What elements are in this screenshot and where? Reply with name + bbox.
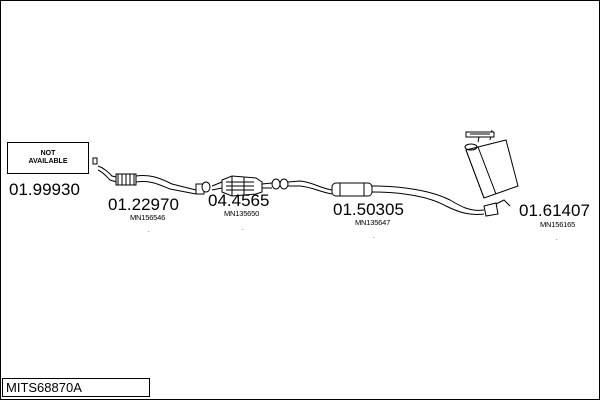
part-number-1: 01.99930 bbox=[9, 180, 80, 199]
kit-code-box: MITS68870A bbox=[2, 378, 150, 397]
part-number-2: 01.22970 bbox=[108, 195, 179, 214]
oe-number-2: MN156546 bbox=[130, 213, 166, 222]
kit-code: MITS68870A bbox=[6, 380, 82, 395]
not-available-box: NOT AVAILABLE bbox=[7, 142, 89, 174]
part-number-5: 01.61407 bbox=[519, 201, 590, 220]
dot-marker: . bbox=[148, 228, 150, 234]
oe-number-5: MN156165 bbox=[540, 220, 576, 229]
oe-number-4: MN135647 bbox=[355, 218, 391, 227]
dot-marker: . bbox=[242, 226, 244, 232]
not-available-line-1: NOT bbox=[40, 150, 56, 157]
part-number-3: 04.4565 bbox=[208, 191, 270, 210]
dot-marker: . bbox=[556, 236, 558, 242]
oe-number-3: MN135650 bbox=[224, 209, 260, 218]
dot-marker: . bbox=[373, 234, 375, 240]
front-pipe[interactable] bbox=[92, 157, 197, 195]
center-pipe[interactable] bbox=[271, 178, 485, 215]
not-available-line-2: AVAILABLE bbox=[28, 158, 68, 165]
catalytic-converter[interactable] bbox=[195, 175, 273, 197]
part-number-4: 01.50305 bbox=[333, 200, 404, 219]
rear-muffler[interactable] bbox=[464, 129, 519, 217]
